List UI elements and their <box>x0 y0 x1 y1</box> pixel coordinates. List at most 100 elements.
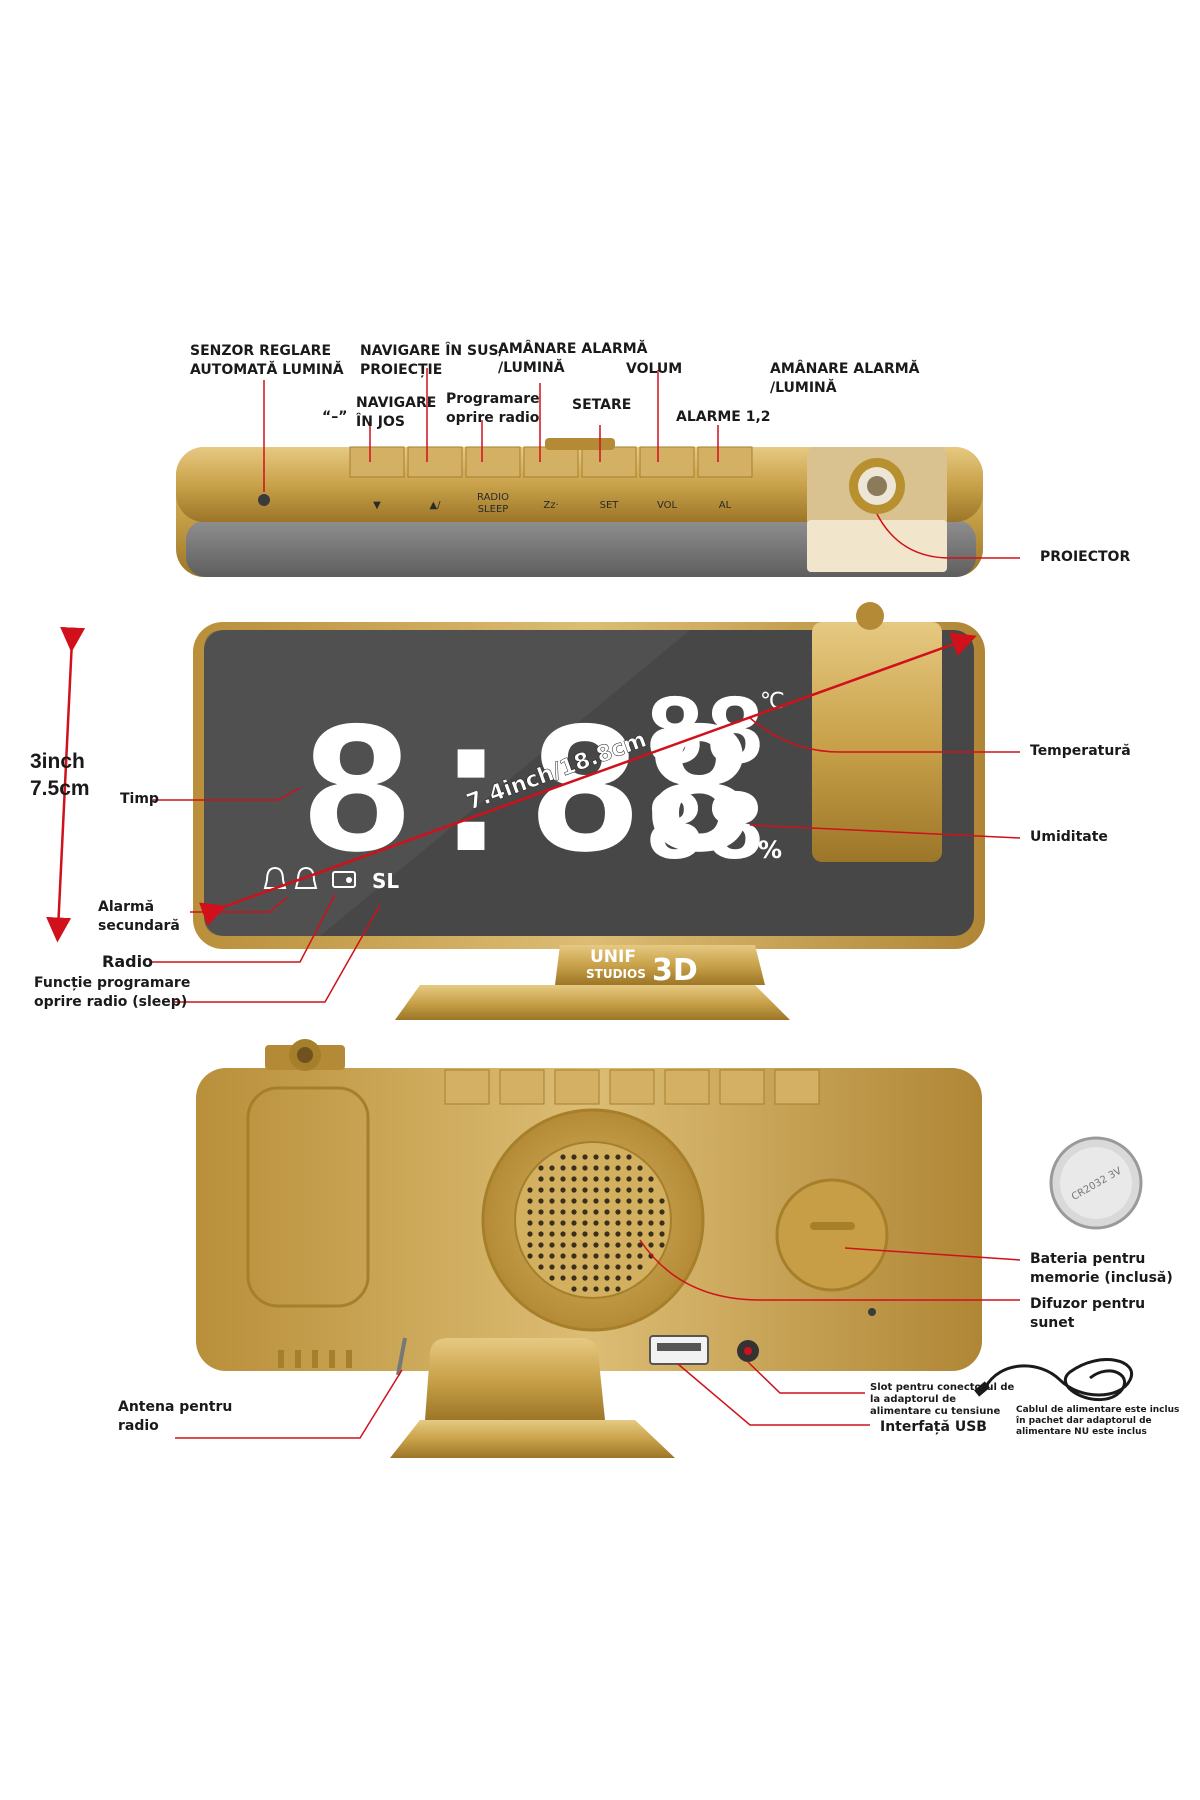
speaker-hole <box>593 1220 599 1226</box>
speaker-hole <box>637 1220 643 1226</box>
label-usb: Interfață USB <box>880 1419 987 1435</box>
speaker-hole <box>538 1242 544 1248</box>
antenna-wire <box>396 1337 407 1376</box>
top-view-grey-front <box>186 520 976 577</box>
speaker-hole <box>582 1242 588 1248</box>
speaker-hole <box>582 1286 588 1292</box>
top-button-label-sleep: SLEEP <box>478 504 509 515</box>
speaker-hole <box>615 1253 621 1259</box>
top-button-radio[interactable] <box>465 446 521 478</box>
front-view: 8:88 88 ℃ 88 % SL UNIF STUDIOS 3D <box>193 602 985 1020</box>
speaker-hole <box>626 1275 632 1281</box>
label-humidity: Umiditate <box>1030 829 1108 845</box>
speaker-hole <box>659 1242 665 1248</box>
speaker-hole <box>604 1209 610 1215</box>
speaker-hole <box>615 1242 621 1248</box>
speaker-hole <box>637 1198 643 1204</box>
speaker-hole <box>582 1187 588 1193</box>
display-sleep-indicator: SL <box>372 869 399 893</box>
back-stand-neck <box>425 1338 605 1420</box>
top-button-label-snooze: Zz· <box>543 500 558 511</box>
speaker-hole <box>582 1253 588 1259</box>
top-button-snooze[interactable] <box>523 446 579 478</box>
back-button-7 <box>774 1069 820 1105</box>
label-nav-down: NAVIGARE ÎN JOS <box>356 395 437 430</box>
speaker-hole <box>615 1209 621 1215</box>
label-speaker: Difuzor pentru sunet <box>1030 1296 1146 1331</box>
speaker-hole <box>582 1209 588 1215</box>
speaker-hole <box>582 1165 588 1171</box>
battery-coin-icon: CR2032 3V <box>1049 1136 1143 1230</box>
speaker-hole <box>549 1187 555 1193</box>
top-button-al[interactable] <box>697 446 753 478</box>
diagonal-dimension-arrow <box>199 632 977 926</box>
speaker-hole <box>549 1264 555 1270</box>
snooze-bump <box>545 438 615 450</box>
back-button-6 <box>719 1069 765 1105</box>
display-humidity-unit: % <box>758 836 782 864</box>
speaker-hole <box>626 1176 632 1182</box>
speaker-hole <box>582 1275 588 1281</box>
speaker-hole <box>549 1176 555 1182</box>
speaker-hole <box>604 1165 610 1171</box>
top-button-up[interactable] <box>407 446 463 478</box>
label-sleep-function: Funcție programare oprire radio (sleep) <box>34 975 191 1010</box>
speaker-hole <box>593 1242 599 1248</box>
speaker-hole <box>604 1231 610 1237</box>
speaker-hole <box>626 1198 632 1204</box>
speaker-hole <box>604 1198 610 1204</box>
top-button-down[interactable] <box>349 446 405 478</box>
top-button-label-vol: VOL <box>657 500 678 511</box>
speaker-hole <box>571 1220 577 1226</box>
label-time: Timp <box>120 791 159 807</box>
label-height-dimension: 3inch 7.5cm <box>30 750 90 800</box>
speaker-hole <box>571 1275 577 1281</box>
speaker-hole <box>626 1187 632 1193</box>
label-alarms: ALARME 1,2 <box>676 409 771 425</box>
speaker-hole <box>604 1154 610 1160</box>
speaker-hole <box>538 1253 544 1259</box>
height-dimension-arrow <box>46 626 86 943</box>
speaker-hole <box>538 1165 544 1171</box>
speaker-hole <box>527 1209 533 1215</box>
speaker-hole <box>626 1264 632 1270</box>
speaker-hole <box>637 1187 643 1193</box>
back-projector-knob-hole <box>297 1047 313 1063</box>
speaker-hole <box>615 1231 621 1237</box>
label-minus: “–” <box>322 409 348 425</box>
speaker-hole <box>549 1209 555 1215</box>
top-button-vol[interactable] <box>639 446 695 478</box>
speaker-hole <box>637 1165 643 1171</box>
speaker-hole <box>593 1187 599 1193</box>
speaker-hole <box>615 1187 621 1193</box>
speaker-hole <box>527 1253 533 1259</box>
speaker-hole <box>593 1264 599 1270</box>
speaker-hole <box>648 1220 654 1226</box>
label-power-slot: Slot pentru conectorul de la adaptorul d… <box>870 1382 1015 1417</box>
speaker-hole <box>538 1264 544 1270</box>
brand-line-2: STUDIOS <box>586 967 646 981</box>
top-button-set[interactable] <box>581 446 637 478</box>
label-projector: PROIECTOR <box>1040 549 1131 565</box>
speaker-hole <box>527 1198 533 1204</box>
usb-port-icon <box>649 1335 709 1365</box>
speaker-hole <box>648 1187 654 1193</box>
speaker-hole <box>560 1176 566 1182</box>
battery-cover <box>775 1178 889 1292</box>
speaker-hole <box>648 1198 654 1204</box>
speaker-hole <box>626 1253 632 1259</box>
speaker-hole <box>593 1209 599 1215</box>
speaker-hole <box>527 1231 533 1237</box>
speaker-hole <box>615 1176 621 1182</box>
speaker-hole <box>604 1253 610 1259</box>
brand-mark: 3D <box>652 953 698 988</box>
speaker-hole <box>560 1165 566 1171</box>
speaker-hole <box>659 1209 665 1215</box>
speaker-hole <box>582 1231 588 1237</box>
speaker-hole <box>593 1275 599 1281</box>
speaker-hole <box>593 1198 599 1204</box>
speaker-hole <box>549 1275 555 1281</box>
speaker-hole <box>626 1165 632 1171</box>
